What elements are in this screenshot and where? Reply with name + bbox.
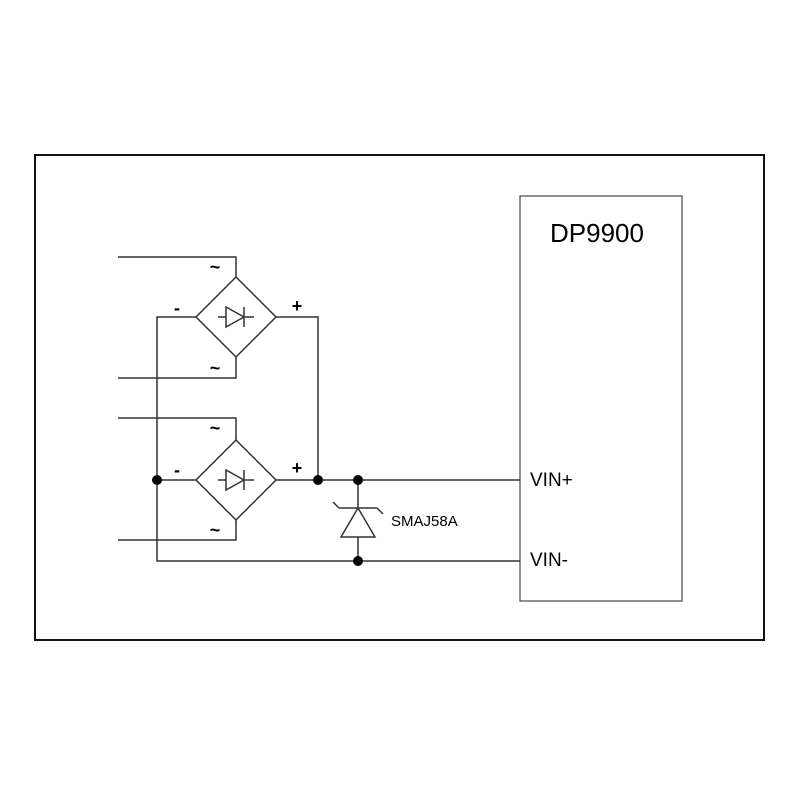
bridge-2-ac-top-wire [118,417,237,440]
diagram-frame [34,154,765,641]
tvs-diode: SMAJ58A [332,480,458,561]
bridge-1-plus-wire [276,316,319,480]
bridge-2-ac-bottom-label: ~ [210,520,221,540]
junction-dot [152,475,162,485]
bridge-1-ac-top-label: ~ [210,257,221,277]
bridge-1-ac-top-wire [118,256,237,277]
bridge-2-plus-label: + [292,458,303,478]
negative-rail-wire [156,480,520,562]
tvs-part-label: SMAJ58A [391,513,458,530]
bridge-1-minus-wire [156,316,196,481]
bridge-1-minus-label: - [174,298,180,318]
bridge-1-plus-label: + [292,296,303,316]
bridge-2-ac-top-label: ~ [210,418,221,438]
junction-dot [353,556,363,566]
bridge-2-diode-icon [218,468,254,492]
bridge-rectifier-2: ~ ~ - + [118,417,318,541]
ic-name: DP9900 [550,218,644,248]
bridge-2-diamond [194,438,278,522]
junction-dot [353,475,363,485]
ic-block [519,195,683,602]
pin-vin-minus-label: VIN- [530,550,568,571]
bridge-1-diode-icon [218,305,254,329]
pin-vin-plus-label: VIN+ [530,470,573,491]
bridge-2-minus-label: - [174,460,180,480]
junction-dot [313,475,323,485]
tvs-diode-icon [339,506,377,538]
bridge-1-ac-bottom-label: ~ [210,358,221,378]
bridge-1-diamond [194,275,278,359]
bridge-rectifier-1: ~ ~ - + [118,256,319,481]
